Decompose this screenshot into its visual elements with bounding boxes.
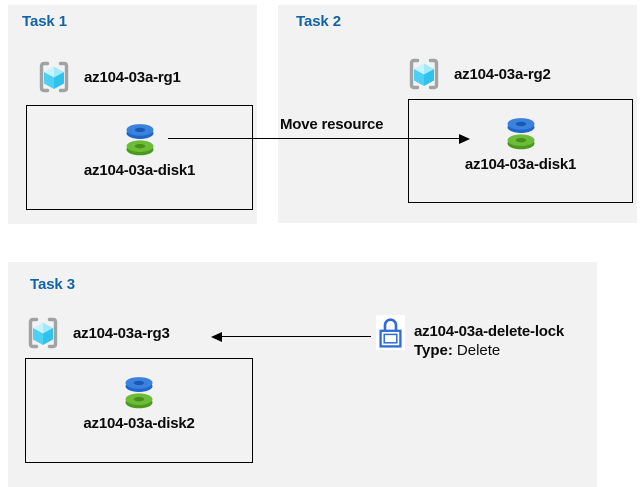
resource-group-icon (405, 55, 443, 93)
move-resource-arrow-line (168, 138, 461, 139)
task1-resource-group: az104-03a-rg1 (35, 58, 181, 96)
task1-resource-box: az104-03a-disk1 (26, 105, 253, 210)
task3-resource-name: az104-03a-disk2 (83, 415, 195, 432)
task3-resource-group: az104-03a-rg3 (24, 314, 170, 352)
resource-group-icon (24, 314, 62, 352)
lock-type-value: Delete (456, 342, 501, 359)
task3-resource-box: az104-03a-disk2 (25, 358, 253, 463)
task1-panel: Task 1 az104-03a-rg1 (8, 5, 257, 224)
task2-resource-box: az104-03a-disk1 (408, 99, 633, 203)
task2-resource-group: az104-03a-rg2 (405, 55, 551, 93)
task1-resource-group-name: az104-03a-rg1 (84, 68, 181, 86)
task1-resource-name: az104-03a-disk1 (83, 162, 196, 179)
task3-panel: Task 3 az104-03a-rg3 (8, 262, 597, 487)
delete-lock-name: az104-03a-delete-lock (414, 323, 565, 340)
lock-type-label: Type: (414, 342, 453, 359)
task2-resource-name: az104-03a-disk1 (464, 156, 577, 173)
task3-resource-group-name: az104-03a-rg3 (73, 324, 170, 342)
task1-label: Task 1 (22, 13, 67, 30)
task2-resource-group-name: az104-03a-rg2 (454, 65, 551, 83)
delete-lock-arrowhead-icon (211, 331, 222, 342)
delete-lock-annotation: az104-03a-delete-lock Type:Delete (414, 322, 564, 360)
move-resource-label: Move resource (280, 116, 384, 133)
lock-icon (377, 317, 404, 349)
disk-icon (503, 113, 539, 151)
task2-label: Task 2 (296, 13, 341, 30)
disk-icon (121, 372, 157, 410)
disk-icon (122, 119, 158, 157)
delete-lock-type: Type:Delete (414, 341, 564, 360)
move-resource-arrowhead-icon (459, 133, 470, 144)
resource-group-icon (35, 58, 73, 96)
delete-lock-arrow-line (221, 336, 371, 337)
task2-panel: Task 2 az104-03a-rg2 (278, 5, 637, 223)
task3-label: Task 3 (30, 276, 75, 293)
lock-tile (376, 315, 405, 350)
